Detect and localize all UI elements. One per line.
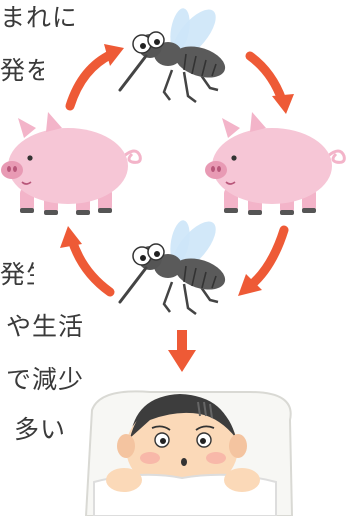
text-line-2: 発を	[0, 56, 44, 85]
pig-icon	[203, 110, 346, 217]
arrow-icon	[245, 51, 294, 114]
arrow-icon	[238, 225, 289, 296]
text-line-4: や生活	[5, 312, 84, 341]
pig-icon	[0, 110, 142, 217]
text-line-1: まれに	[0, 3, 74, 32]
arrow-icon	[60, 226, 115, 297]
text-line-5: で減少	[5, 365, 84, 394]
sick-person-icon	[84, 390, 294, 516]
arrow-icon	[168, 330, 196, 372]
mosquito-icon	[118, 213, 231, 316]
text-line-3: 発生	[0, 260, 34, 289]
arrow-icon	[65, 44, 124, 111]
text-line-6: 多い	[13, 415, 66, 444]
mosquito-icon	[118, 1, 231, 104]
